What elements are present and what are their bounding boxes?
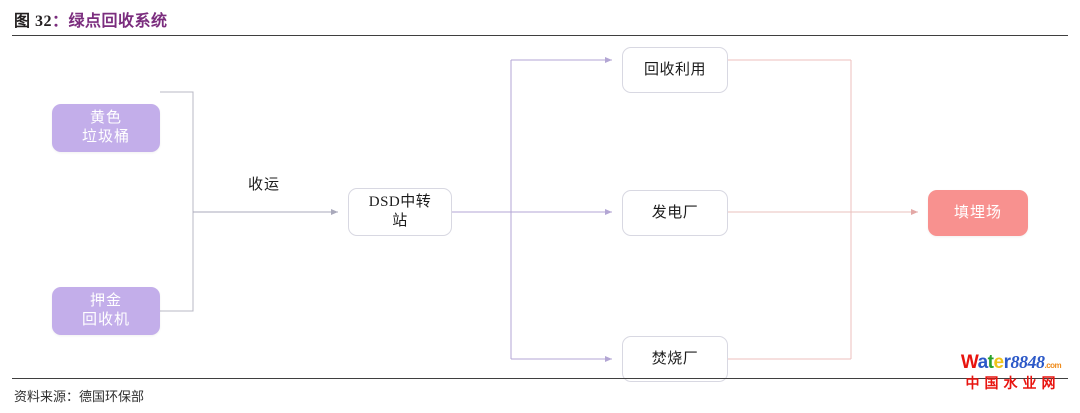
edge-outputs-to-landfill [728,59,918,360]
node-deposit-machine[interactable]: 押金 回收机 [52,287,160,335]
watermark-letter-a: a [977,352,989,373]
watermark-letter-e: e [993,352,1004,373]
watermark-letter-r: r [1003,352,1011,373]
node-dsd-station[interactable]: DSD中转 站 [348,188,452,236]
watermark-wordmark: Water8848.com [950,352,1072,376]
node-power-plant[interactable]: 发电厂 [622,190,728,236]
footer-divider [12,378,1068,379]
edge-label-collect-transport: 收运 [248,177,281,193]
diagram-canvas: 黄色 垃圾桶 押金 回收机 DSD中转 站 回收利用 发电厂 焚烧厂 填埋场 收… [0,36,1080,382]
node-recycling[interactable]: 回收利用 [622,47,728,93]
node-yellow-bin[interactable]: 黄色 垃圾桶 [52,104,160,152]
node-incinerator[interactable]: 焚烧厂 [622,336,728,382]
figure-number: 图 32 [14,13,53,30]
watermark-logo: Water8848.com 中国水业网 [950,352,1072,392]
edge-dsd-to-bus [452,57,612,362]
watermark-number: 8848 [1010,352,1045,372]
watermark-tld: .com [1044,361,1062,370]
title-text: 绿点回收系统 [68,13,168,30]
source-note: 资料来源：德国环保部 [14,389,145,404]
header-divider [12,35,1068,36]
connector-lines [160,57,918,362]
title-separator: ： [52,13,69,30]
watermark-subtitle: 中国水业网 [965,377,1061,392]
node-landfill[interactable]: 填埋场 [928,190,1028,236]
page-title: 图 32：绿点回收系统 [14,7,168,31]
edge-bins-to-dsd [160,91,338,312]
watermark-letter-t: t [987,352,994,373]
watermark-letter-w: W [960,352,978,373]
